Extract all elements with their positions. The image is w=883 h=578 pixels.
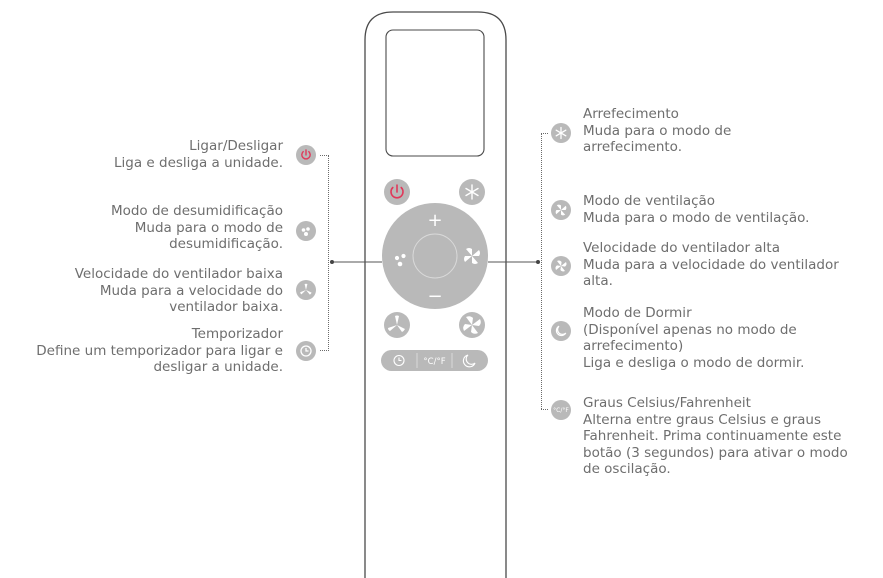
right-callout-fan-mode: Modo de ventilação Muda para o modo de v… [583,193,809,226]
left-callout-fan-low: Velocidade do ventilador baixa Muda para… [75,266,283,316]
callout-desc: (Disponível apenas no modo de [583,321,797,338]
left-callout-power: Ligar/Desligar Liga e desliga a unidade. [114,138,283,171]
callout-title: Temporizador [191,326,283,342]
left-callout-timer: Temporizador Define um temporizador para… [36,326,283,376]
celsius-fahrenheit-icon: °C/°F [551,400,571,420]
callout-desc: Muda para o modo de [134,219,283,236]
remote-minus-label[interactable]: − [427,286,442,307]
callout-desc: arrefecimento. [583,139,682,155]
remote-dry-button[interactable] [394,253,406,267]
callout-title: Modo de ventilação [583,193,716,209]
callout-desc: Muda para o modo de ventilação. [583,209,810,226]
sleep-moon-icon [551,321,571,341]
callout-desc: ventilador baixa. [169,299,283,315]
remote-dpad[interactable] [382,203,488,309]
right-connector-bottom-tick [541,409,548,410]
remote-fan-mode-button[interactable] [464,248,480,264]
left-connector-top-tick [320,155,329,156]
left-connector-bottom-tick [320,350,329,351]
left-callout-dehumidify: Modo de desumidificação Muda para o modo… [111,203,283,253]
callout-title: Graus Celsius/Fahrenheit [583,395,751,411]
callout-title: Modo de desumidificação [110,203,283,219]
right-connector-top-tick [541,133,548,134]
clock-icon [296,341,316,361]
remote-cf-button[interactable]: °C/°F [423,357,445,367]
fan-mode-icon [551,200,571,220]
left-connector-vertical [328,155,329,351]
callout-desc: desumidificação. [169,236,283,252]
callout-desc: Define um temporizador para ligar e [36,342,283,359]
cf-icon-text: °C/°F [553,406,569,414]
callout-desc: Liga e desliga o modo de dormir. [583,354,805,371]
callout-desc: Liga e desliga a unidade. [114,154,283,171]
callout-desc: arrefecimento) [583,338,684,354]
snowflake-icon [551,123,571,143]
remote-fan-high-button[interactable] [459,312,485,338]
callout-desc: alta. [583,273,613,289]
callout-title: Arrefecimento [583,106,679,122]
remote-power-button[interactable] [384,179,410,205]
remote-plus-label[interactable]: + [427,210,442,231]
callout-desc: Alterna entre graus Celsius e graus [583,411,822,428]
remote-timer-button[interactable] [393,354,405,367]
remote-cool-button[interactable] [459,179,485,205]
callout-desc: desligar a unidade. [153,359,283,375]
right-callout-sleep: Modo de Dormir (Disponível apenas no mod… [583,305,804,371]
callout-title: Modo de Dormir [583,305,692,321]
fan-low-icon [296,280,316,300]
right-callout-fan-high: Velocidade do ventilador alta Muda para … [583,240,839,290]
fan-high-icon [551,256,571,276]
callout-desc: botão (3 segundos) para ativar o modo [583,444,848,461]
callout-desc: Fahrenheit. Prima continuamente este [583,428,842,444]
remote-display [385,29,485,157]
remote-fan-low-button[interactable] [384,312,410,338]
dehumidify-drops-icon [296,221,316,241]
remote-body [364,11,507,578]
callout-desc: Muda para a velocidade do ventilador [583,256,839,273]
callout-title: Ligar/Desligar [189,138,283,154]
right-connector-vertical [541,133,542,409]
power-icon [296,145,316,165]
remote-bottom-pill [381,350,488,371]
right-callout-cf: Graus Celsius/Fahrenheit Alterna entre g… [583,395,848,478]
callout-title: Velocidade do ventilador baixa [74,266,283,282]
callout-title: Velocidade do ventilador alta [583,240,780,256]
remote-sleep-button[interactable] [462,354,476,368]
callout-desc: Muda para o modo de [583,122,732,139]
callout-desc: de oscilação. [583,461,671,477]
right-callout-cool: Arrefecimento Muda para o modo de arrefe… [583,106,731,156]
callout-desc: Muda para a velocidade do [99,282,283,299]
